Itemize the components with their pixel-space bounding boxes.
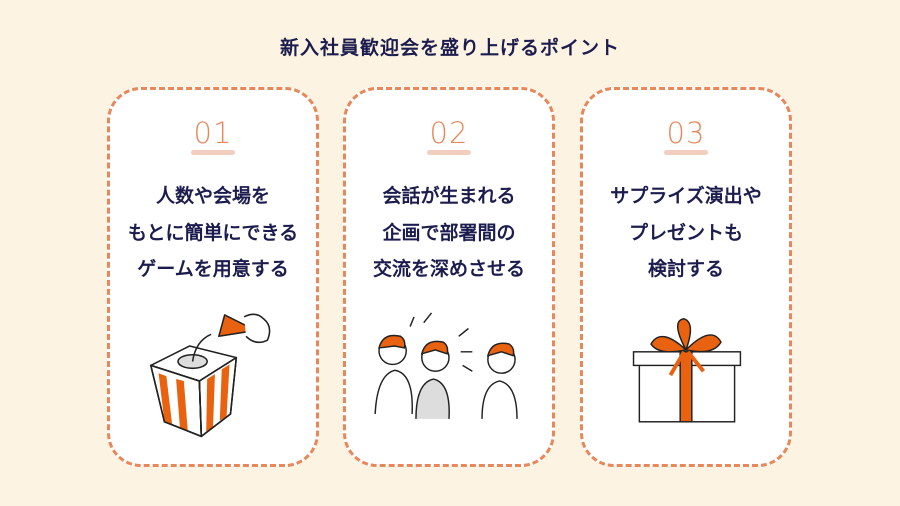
- card-line: 会話が生まれる: [382, 185, 516, 207]
- card-line: 企画で部署間の: [382, 221, 516, 244]
- card-line: 検討する: [647, 258, 724, 280]
- point-card-3: 03 サプライズ演出や プレゼントも 検討する: [580, 87, 792, 467]
- card-line: もとに簡単にできる: [127, 221, 299, 244]
- page-title: 新入社員歓迎会を盛り上げるポイント: [279, 37, 620, 59]
- card-text: 人数や会場を もとに簡単にできる ゲームを用意する: [110, 178, 316, 288]
- card-line: プレゼントも: [628, 221, 743, 244]
- card-line: 人数や会場を: [155, 185, 270, 207]
- brush-underline: [191, 150, 235, 155]
- point-card-2: 02 会話が生まれる 企画で部署間の 交流を深めさせる: [343, 87, 555, 467]
- card-text: サプライズ演出や プレゼントも 検討する: [583, 178, 789, 288]
- brush-underline: [427, 150, 471, 155]
- lottery-box-icon: [150, 313, 271, 438]
- card-line: ゲームを用意する: [137, 258, 289, 280]
- card-number: 01: [193, 116, 233, 150]
- point-card-1: 01 人数や会場を もとに簡単にできる ゲームを用意する: [107, 87, 319, 467]
- card-number: 03: [666, 116, 706, 150]
- card-text: 会話が生まれる 企画で部署間の 交流を深めさせる: [346, 178, 552, 288]
- card-line: サプライズ演出や: [610, 185, 762, 207]
- people-talking-icon: [374, 312, 518, 419]
- brush-underline: [664, 150, 708, 155]
- card-number: 02: [429, 116, 469, 150]
- gift-box-icon: [632, 318, 742, 423]
- card-line: 交流を深めさせる: [372, 258, 525, 280]
